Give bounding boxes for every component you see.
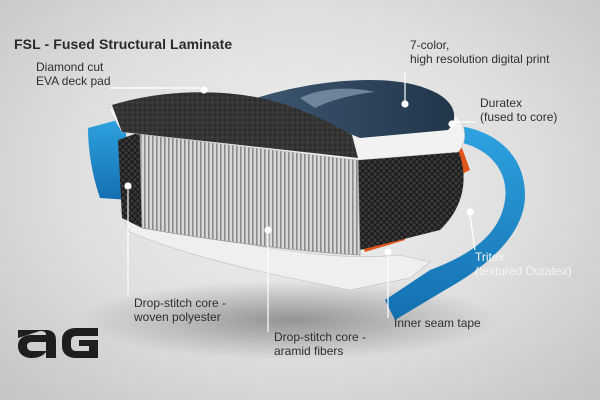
label-aramid-core: Drop-stitch core - aramid fibers (274, 330, 367, 358)
diagram-title: FSL - Fused Structural Laminate (14, 36, 233, 52)
woven-core-side (355, 150, 464, 250)
tritex-left-flap (88, 118, 130, 200)
label-duratex: Duratex (fused to core) (480, 96, 558, 124)
tritex-layer (385, 125, 525, 320)
aramid-fiber-outline (139, 131, 361, 256)
deck-logo-mark (300, 88, 375, 108)
label-tritex: Tritex (textured Duratex) (475, 250, 572, 278)
label-digital-print: 7-color, high resolution digital print (410, 38, 550, 66)
printed-deck (250, 79, 455, 138)
label-eva-deck-pad: Diamond cut EVA deck pad (36, 60, 111, 88)
callout-leaders (110, 72, 476, 332)
aramid-fiber-core (140, 132, 360, 255)
label-woven-core: Drop-stitch core - woven polyester (134, 296, 227, 324)
eva-deck-pad (112, 92, 358, 158)
brand-logo: aG (16, 320, 102, 365)
woven-core-left (118, 132, 142, 228)
label-seam-tape: Inner seam tape (394, 316, 481, 330)
brand-logo-mark: aG (18, 328, 98, 358)
